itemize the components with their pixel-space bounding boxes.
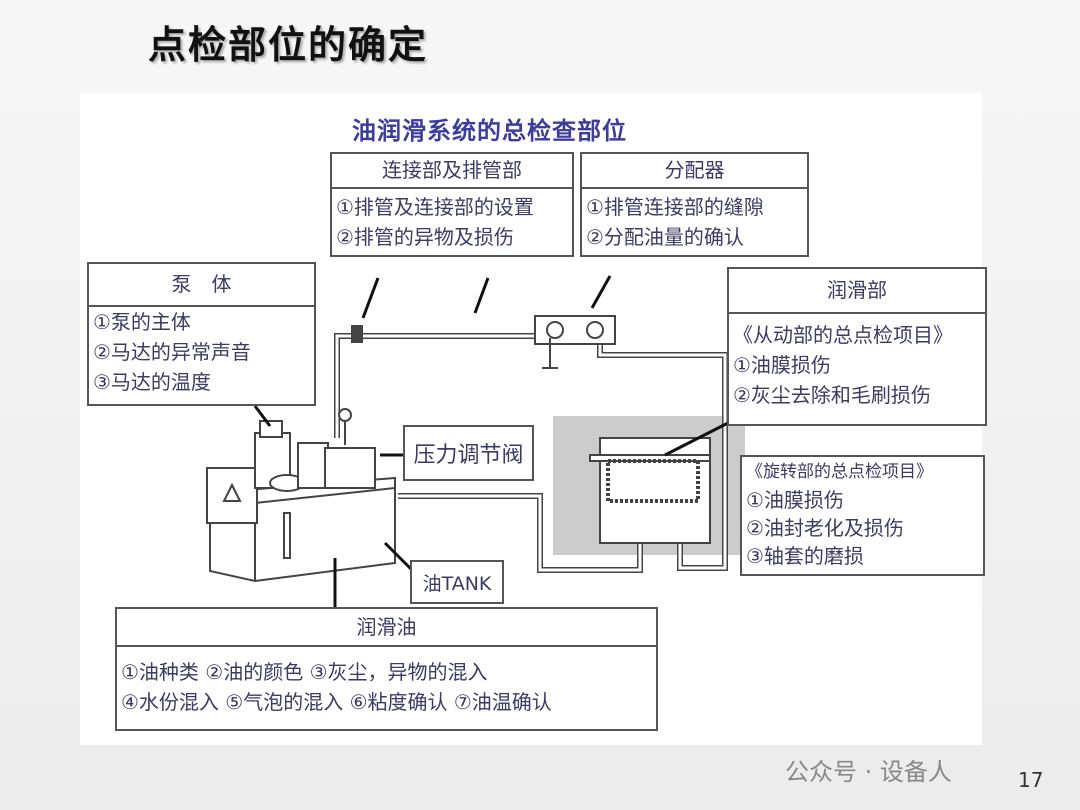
pump-box-title: 泵 体 — [89, 264, 314, 307]
page-number: 17 — [1018, 768, 1044, 792]
pump-box: 泵 体 ①泵的主体 ②马达的异常声音 ③马达的温度 — [87, 262, 316, 406]
distributor-item-2: ②分配油量的确认 — [586, 225, 744, 249]
pressure-valve-label: 压力调节阀 — [403, 425, 534, 481]
rotary-item-0: 《旋转部的总点检项目》 — [746, 462, 933, 482]
lubrication-system-drawing — [206, 275, 745, 608]
distributor-box: 分配器 ①排管连接部的缝隙 ②分配油量的确认 — [580, 152, 809, 257]
distributor-item-1: ①排管连接部的缝隙 — [586, 195, 764, 219]
diagram-canvas: 油润滑系统的总检查部位 连接部及排管部 ①排管及连接部的设置 ②排管的异物及损伤… — [80, 93, 987, 745]
slide-title: 点检部位的确定 — [148, 23, 429, 67]
lube-item-1: ①油膜损伤 — [733, 353, 831, 377]
pump-item-3: ③马达的温度 — [93, 370, 211, 394]
lube-box-title: 润滑部 — [729, 269, 985, 314]
oil-item-line-2: ④水份混入 ⑤气泡的混入 ⑥粘度确认 ⑦油温确认 — [121, 690, 552, 714]
diagram-title: 油润滑系统的总检查部位 — [352, 117, 627, 145]
lube-oil-box: 润滑油 ①油种类 ②油的颜色 ③灰尘，异物的混入 ④水份混入 ⑤气泡的混入 ⑥粘… — [115, 607, 658, 731]
pipe-item-2: ②排管的异物及损伤 — [336, 225, 514, 249]
lube-part-box: 润滑部 《从动部的总点检项目》 ①油膜损伤 ②灰尘去除和毛刷损伤 — [727, 267, 987, 426]
lube-item-2: ②灰尘去除和毛刷损伤 — [733, 383, 931, 407]
oil-box-title: 润滑油 — [117, 609, 656, 647]
rotary-part-box: 《旋转部的总点检项目》 ①油膜损伤 ②油封老化及损伤 ③轴套的磨损 — [740, 455, 985, 576]
pump-item-2: ②马达的异常声音 — [93, 340, 251, 364]
oil-item-line-1: ①油种类 ②油的颜色 ③灰尘，异物的混入 — [121, 660, 488, 684]
lube-item-0: 《从动部的总点检项目》 — [733, 323, 953, 347]
pipe-box-title: 连接部及排管部 — [332, 154, 572, 189]
watermark: 公众号 · 设备人 — [785, 758, 952, 786]
rotary-item-3: ③轴套的磨损 — [746, 544, 864, 568]
distributor-box-title: 分配器 — [582, 154, 807, 189]
oil-tank-label: 油TANK — [410, 560, 504, 604]
pump-item-1: ①泵的主体 — [93, 310, 191, 334]
pipe-connection-box: 连接部及排管部 ①排管及连接部的设置 ②排管的异物及损伤 — [330, 152, 574, 257]
pipe-item-1: ①排管及连接部的设置 — [336, 195, 534, 219]
rotary-item-2: ②油封老化及损伤 — [746, 516, 904, 540]
rotary-item-1: ①油膜损伤 — [746, 488, 844, 512]
